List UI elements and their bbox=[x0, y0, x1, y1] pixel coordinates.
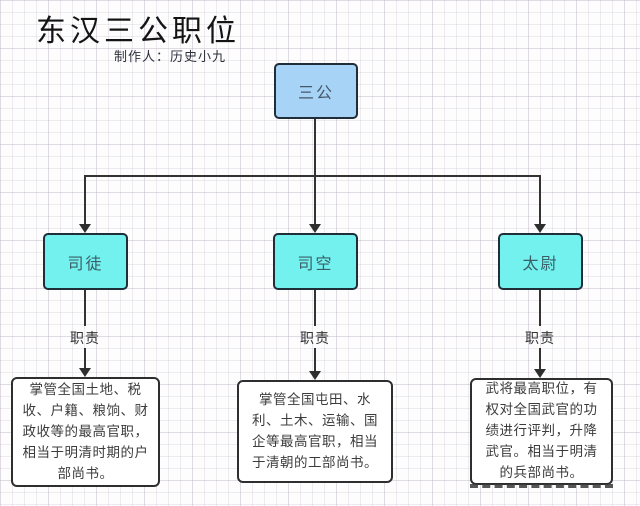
arrow-down-icon bbox=[79, 224, 91, 233]
edge-label-duty: 职责 bbox=[300, 331, 330, 347]
flowchart-node-sangong: 三公 bbox=[274, 63, 358, 119]
edge-label-duty: 职责 bbox=[525, 331, 555, 347]
node-label: 三公 bbox=[297, 83, 334, 102]
connector-duty-sikong-top bbox=[314, 290, 316, 326]
arrow-down-icon bbox=[534, 224, 546, 233]
description-box-taiwei: 武将最高职位，有权对全国武官的功绩进行评判，升降武官。相当于明清的兵部尚书。 bbox=[470, 378, 613, 485]
arrow-down-icon bbox=[309, 371, 321, 380]
node-label: 司空 bbox=[297, 253, 334, 273]
arrow-down-icon bbox=[309, 224, 321, 233]
connector-drop-sikong bbox=[314, 176, 316, 225]
flowchart-node-taiwei: 太尉 bbox=[498, 233, 583, 290]
arrow-down-icon bbox=[534, 369, 546, 378]
connector-duty-sikong-bottom bbox=[314, 348, 316, 372]
connector-duty-taiwei-top bbox=[539, 290, 541, 326]
connector-bus bbox=[84, 175, 541, 177]
flowchart-node-sikong: 司空 bbox=[273, 233, 358, 290]
connector-duty-taiwei-bottom bbox=[539, 348, 541, 370]
arrow-down-icon bbox=[79, 368, 91, 377]
connector-duty-situ-bottom bbox=[84, 348, 86, 369]
description-box-situ: 掌管全国土地、税收、户籍、粮饷、财政收等的最高官职，相当于明清时期的户部尚书。 bbox=[11, 377, 160, 487]
connector-drop-situ bbox=[84, 176, 86, 225]
node-label: 司徒 bbox=[67, 253, 104, 273]
obscured-watermark bbox=[470, 484, 613, 488]
page-subtitle: 制作人：历史小九 bbox=[114, 50, 227, 65]
description-text: 掌管全国土地、税收、户籍、粮饷、财政收等的最高官职，相当于明清时期的户部尚书。 bbox=[22, 381, 149, 482]
connector-drop-taiwei bbox=[539, 176, 541, 225]
node-label: 太尉 bbox=[522, 253, 559, 273]
page-title: 东汉三公职位 bbox=[36, 14, 240, 49]
edge-label-duty: 职责 bbox=[70, 331, 100, 347]
description-box-sikong: 掌管全国屯田、水利、土木、运输、国企等最高官职，相当于清朝的工部尚书。 bbox=[237, 380, 393, 483]
flowchart-node-situ: 司徒 bbox=[43, 233, 128, 290]
connector-duty-situ-top bbox=[84, 290, 86, 326]
description-text: 掌管全国屯田、水利、土木、运输、国企等最高官职，相当于清朝的工部尚书。 bbox=[252, 391, 378, 471]
description-text: 武将最高职位，有权对全国武官的功绩进行评判，升降武官。相当于明清的兵部尚书。 bbox=[485, 381, 598, 481]
connector-root-stem bbox=[314, 119, 316, 176]
